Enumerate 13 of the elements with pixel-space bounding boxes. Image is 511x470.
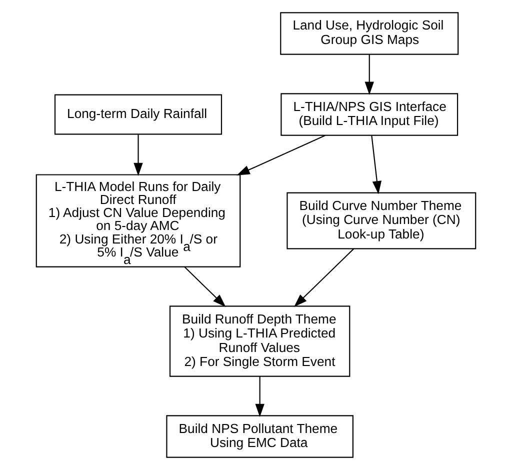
node-box: L-THIA/NPS GIS Interface (Build L-THIA Input File): [280, 93, 458, 136]
arrow: [133, 134, 142, 176]
arrow: [293, 248, 354, 307]
node-box: Long-term Daily Rainfall: [54, 94, 222, 135]
node-box: Build Runoff Depth Theme 1) Using L-THIA Predicted Runoff Values 2) For Single Storm Event: [168, 306, 350, 377]
arrow: [370, 136, 382, 194]
arrow: [184, 266, 226, 308]
arrow: [254, 376, 264, 418]
node-box: Land Use, Hydrologic Soil Group GIS Maps: [280, 12, 458, 55]
node-box: Build NPS Pollutant Theme Using EMC Data: [166, 415, 353, 458]
arrow: [236, 134, 326, 176]
arrow: [364, 54, 374, 95]
node-box: Build Curve Number Theme (Using Curve Number (CN) Look-up Table): [286, 192, 476, 250]
